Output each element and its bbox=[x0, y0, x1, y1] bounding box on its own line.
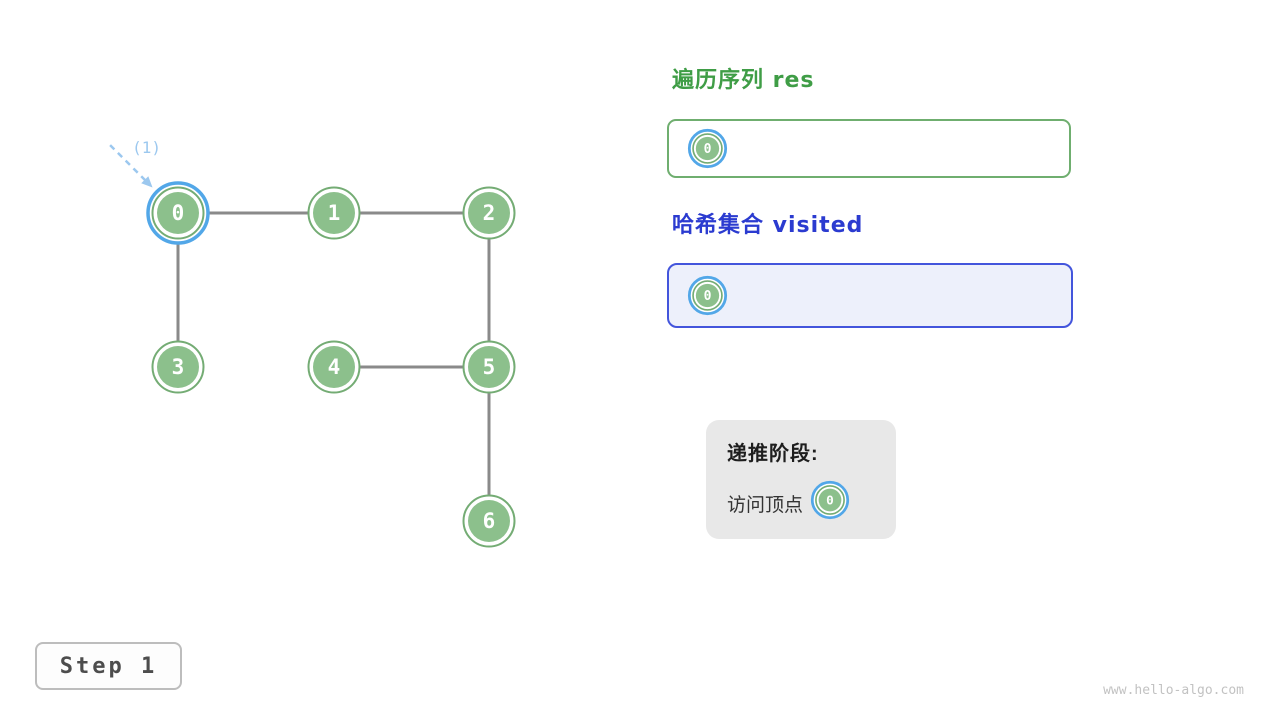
step-indicator: Step 1 bbox=[35, 642, 182, 690]
svg-text:0: 0 bbox=[704, 289, 712, 304]
graph-node-2: 2 bbox=[462, 186, 516, 240]
svg-text:4: 4 bbox=[328, 355, 341, 379]
phase-title: 递推阶段: bbox=[727, 443, 819, 465]
graph-node-0: 0 bbox=[146, 181, 210, 245]
pointer-arrowhead bbox=[141, 176, 153, 188]
phase-action-label: 访问顶点 bbox=[727, 494, 804, 516]
res-sequence-box: 0 bbox=[667, 119, 1071, 178]
phase-panel: 递推阶段: 访问顶点 0 bbox=[706, 420, 896, 539]
svg-text:3: 3 bbox=[172, 355, 185, 379]
svg-text:0: 0 bbox=[704, 142, 712, 157]
res-title: 遍历序列 res bbox=[672, 68, 815, 93]
svg-text:5: 5 bbox=[483, 355, 496, 379]
svg-text:0: 0 bbox=[172, 201, 185, 225]
graph-node-1: 1 bbox=[307, 186, 361, 240]
pointer-arrow bbox=[109, 144, 148, 183]
visited-set-box: 0 bbox=[667, 263, 1073, 328]
node-chip-0: 0 bbox=[687, 275, 728, 316]
phase-node-chip: 0 bbox=[810, 480, 850, 526]
svg-text:2: 2 bbox=[483, 201, 496, 225]
visited-title: 哈希集合 visited bbox=[672, 213, 864, 238]
graph-node-3: 3 bbox=[151, 340, 205, 394]
graph-node-5: 5 bbox=[462, 340, 516, 394]
graph-node-4: 4 bbox=[307, 340, 361, 394]
watermark: www.hello-algo.com bbox=[1103, 683, 1244, 698]
svg-text:1: 1 bbox=[328, 201, 341, 225]
svg-text:0: 0 bbox=[826, 493, 834, 508]
node-chip-0: 0 bbox=[810, 480, 850, 520]
svg-text:6: 6 bbox=[483, 509, 496, 533]
graph-node-6: 6 bbox=[462, 494, 516, 548]
res-node-chips: 0 bbox=[687, 128, 728, 169]
pointer-label: (1) bbox=[132, 138, 161, 157]
visited-node-chips: 0 bbox=[687, 275, 728, 316]
node-chip-0: 0 bbox=[687, 128, 728, 169]
